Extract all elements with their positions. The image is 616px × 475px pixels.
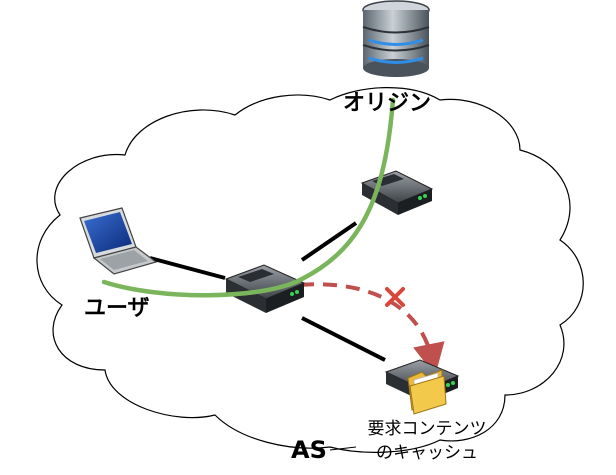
link-router-cache [301, 316, 386, 362]
as-cloud [36, 87, 584, 453]
link-router-upper [300, 221, 358, 262]
request-path [101, 97, 396, 298]
database-server-icon [362, 0, 430, 77]
link-laptop-router [149, 256, 226, 280]
laptop-icon [79, 207, 158, 275]
as-label: AS [291, 436, 327, 464]
cache-label-line1: 要求コンテンツ [367, 419, 487, 439]
folder-icon [407, 369, 447, 415]
blocked-path [299, 282, 445, 376]
cross-icon [385, 287, 405, 307]
user-label: ユーザ [84, 296, 150, 321]
cache-label-line2: のキャッシュ [376, 443, 478, 463]
as-label-connector [329, 446, 357, 451]
origin-label: オリジン [343, 91, 432, 116]
cache-label: 要求コンテンツ のキャッシュ [352, 417, 502, 465]
router-center [224, 264, 306, 313]
